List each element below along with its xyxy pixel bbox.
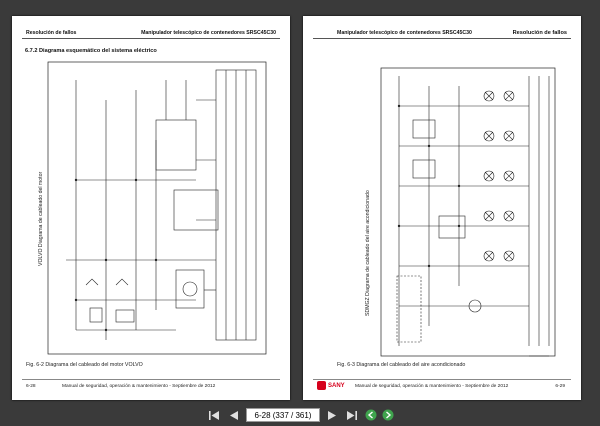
right-header-title: Resolución de fallos	[512, 30, 567, 36]
viewer-toolbar: 6-28 (337 / 361)	[0, 404, 600, 426]
air-conditioning-wiring-diagram	[380, 67, 556, 357]
last-page-icon[interactable]	[344, 408, 360, 422]
right-figure-caption: Fig. 6-3 Diagrama del cableado del aire …	[337, 362, 466, 368]
footer-rule	[22, 379, 280, 380]
right-footer-text: Manual de seguridad, operación & manteni…	[355, 384, 509, 389]
sany-logo-text: SANY	[328, 382, 345, 389]
back-icon[interactable]	[364, 409, 377, 422]
engine-wiring-diagram	[47, 61, 267, 355]
forward-icon[interactable]	[381, 409, 394, 422]
sany-logo: SANY	[317, 381, 345, 390]
footer-rule	[313, 379, 571, 380]
next-page-icon[interactable]	[324, 408, 340, 422]
first-page-icon[interactable]	[206, 408, 222, 422]
left-header-subtitle: Manipulador telescópico de contenedores …	[141, 30, 276, 36]
right-page: Manipulador telescópico de contenedores …	[303, 16, 581, 400]
left-header-title: Resolución de fallos	[26, 30, 77, 36]
lamp-symbols	[483, 90, 515, 262]
left-footer-text: Manual de seguridad, operación & manteni…	[62, 384, 216, 389]
page-number-field[interactable]: 6-28 (337 / 361)	[246, 408, 320, 422]
left-page: Resolución de fallos Manipulador telescó…	[12, 16, 290, 400]
right-page-number: 6-29	[555, 384, 565, 389]
left-page-number: 6-28	[26, 384, 36, 389]
section-title: 6.7.2 Diagrama esquemático del sistema e…	[25, 48, 157, 54]
right-diagram-label: SDMGZ Diagrama de cableado del aire acon…	[365, 190, 371, 316]
left-diagram-label: VOLVO Diagrama de cableado del motor	[38, 171, 44, 266]
header-rule	[313, 38, 571, 39]
prev-page-icon[interactable]	[226, 408, 242, 422]
left-figure-caption: Fig. 6-2 Diagrama del cableado del motor…	[26, 362, 143, 368]
sany-logo-icon	[317, 381, 326, 390]
header-rule	[22, 38, 280, 39]
right-header-subtitle: Manipulador telescópico de contenedores …	[337, 30, 472, 36]
